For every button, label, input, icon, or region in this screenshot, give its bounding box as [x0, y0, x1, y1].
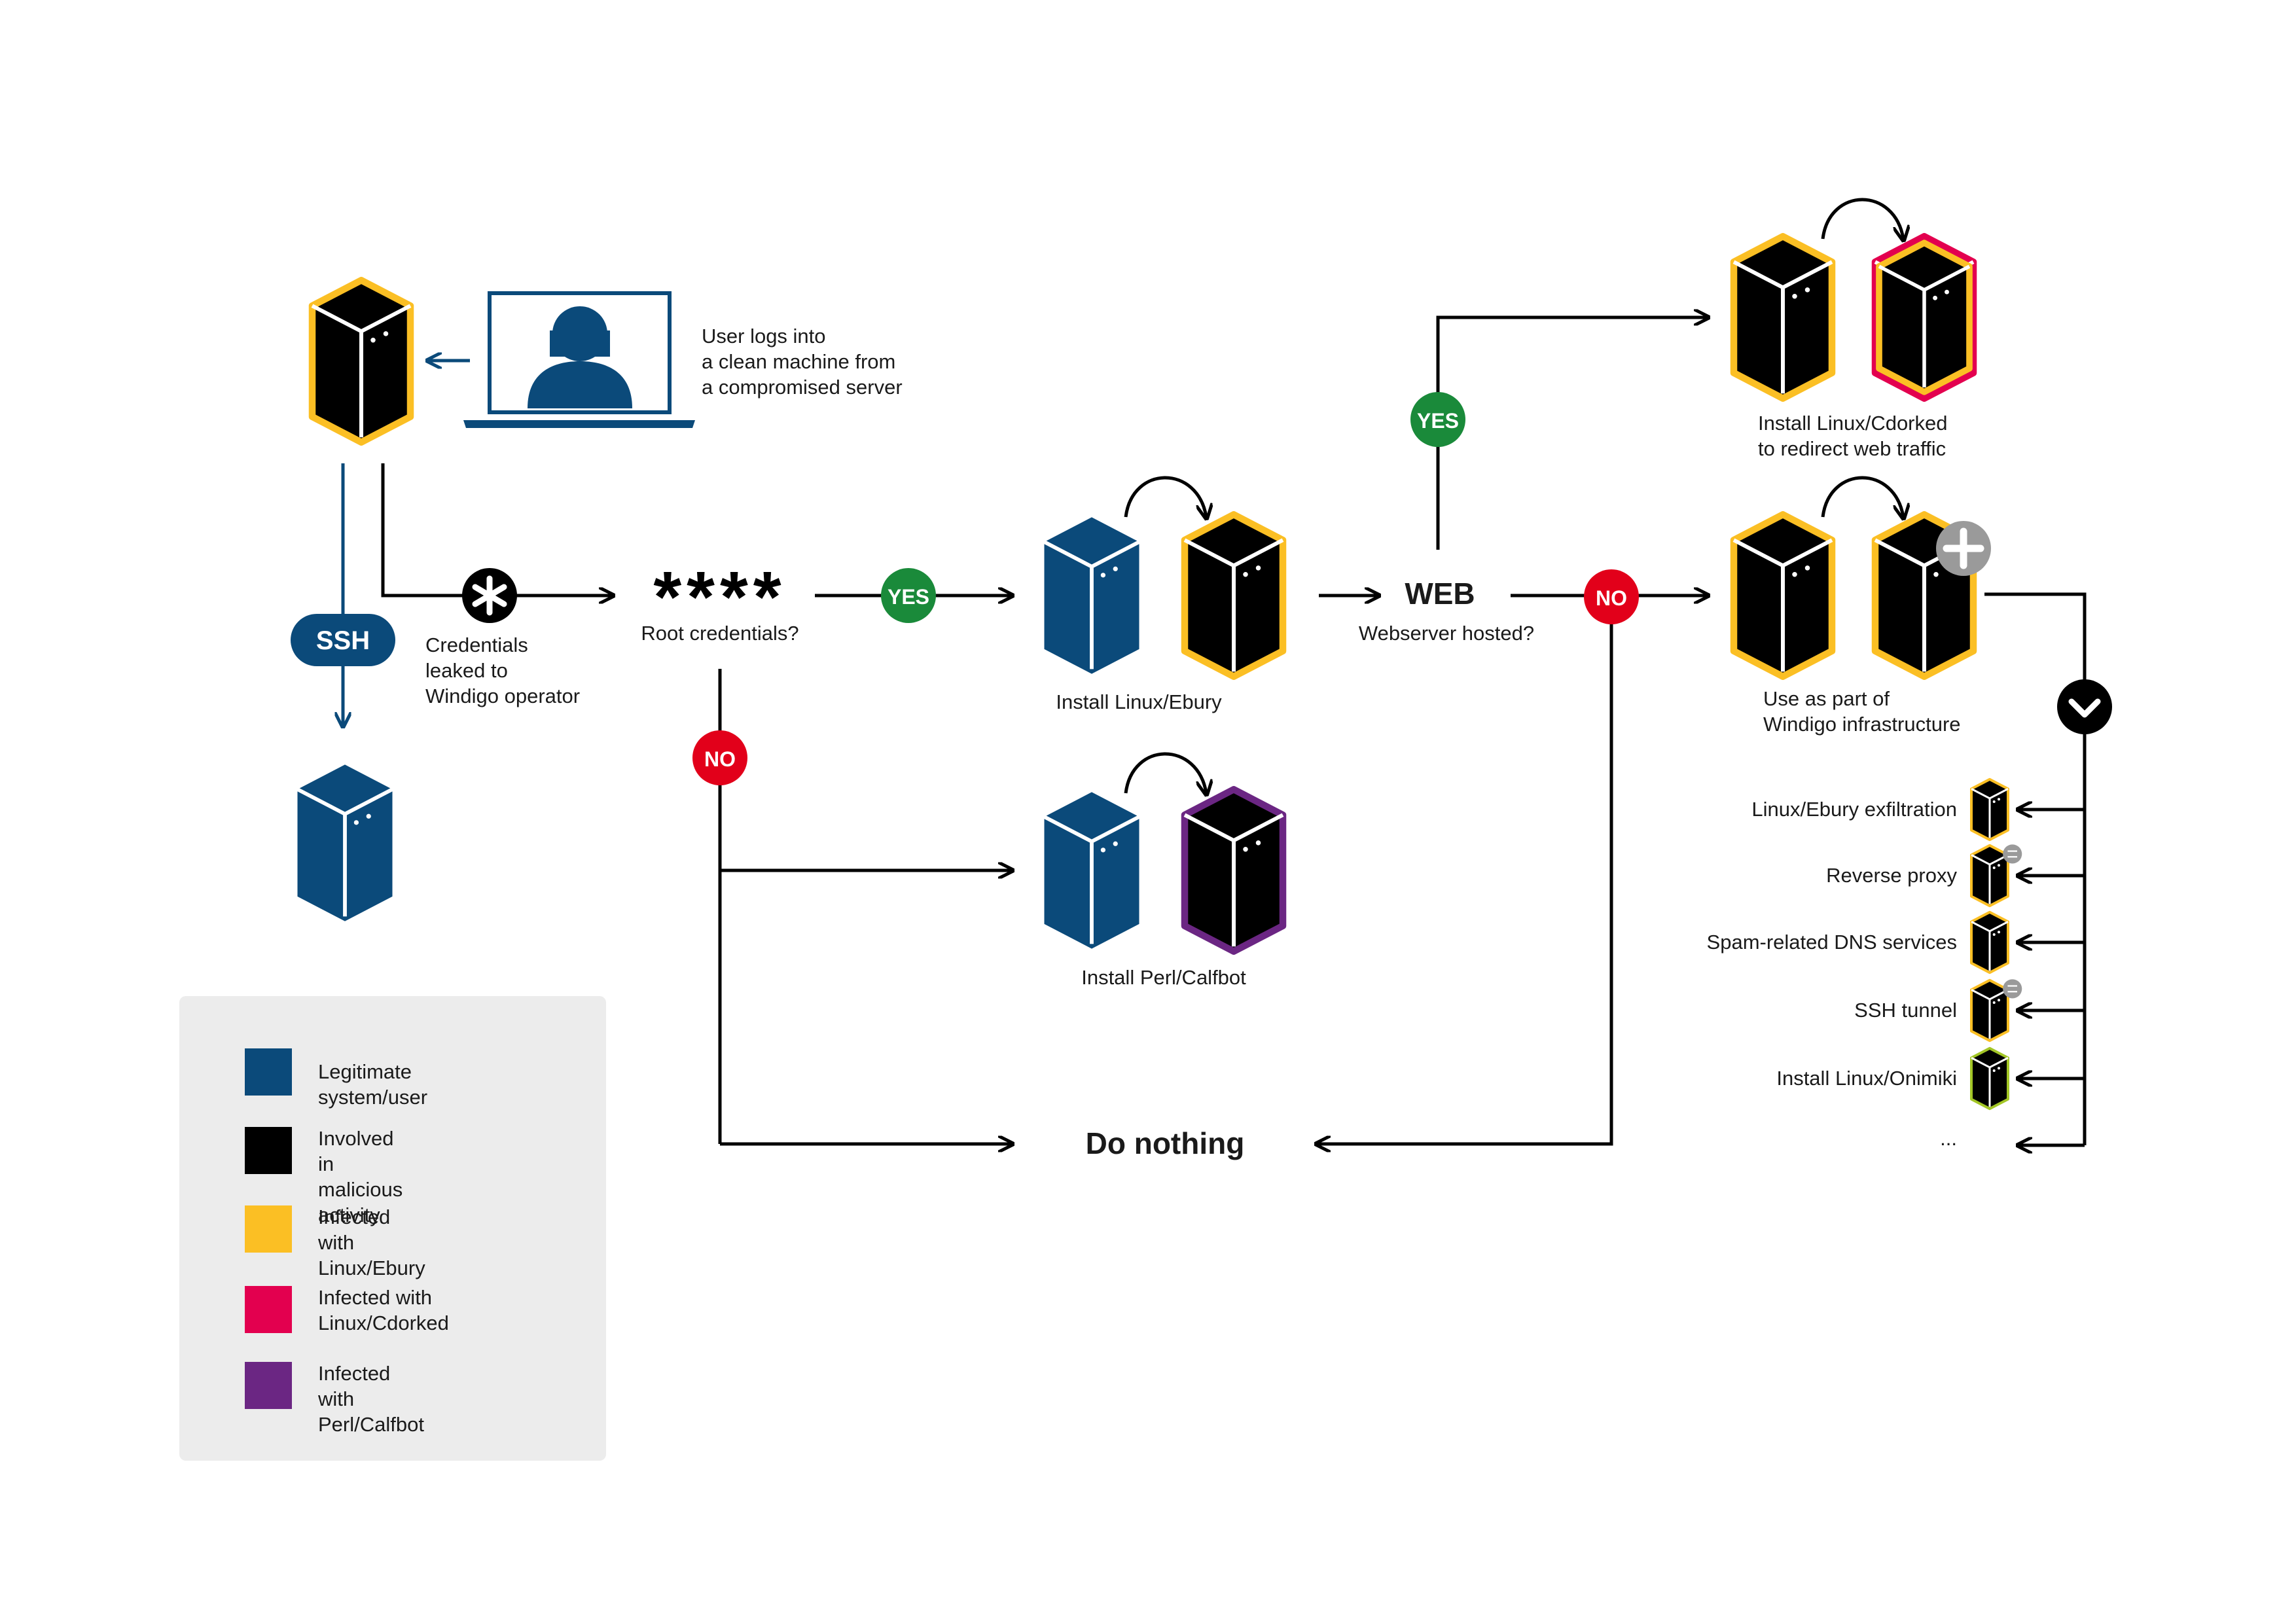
- svg-text:SSH: SSH: [316, 626, 370, 655]
- arrow-to-credentials: [381, 463, 612, 596]
- svg-text:NO: NO: [1596, 586, 1627, 610]
- legend-label-line: Infected with: [318, 1286, 433, 1309]
- server-icon-ebury: [1730, 511, 1836, 680]
- legend-label-line: Infected with: [318, 1362, 391, 1410]
- plus-icon: [1936, 521, 1991, 576]
- server-icon-small: [1970, 1046, 2009, 1111]
- no-badge: NO: [692, 730, 747, 785]
- server-icon-clean: [296, 764, 393, 921]
- curved-arrow-icon: [1821, 198, 1903, 239]
- legend-swatch: [245, 1286, 292, 1333]
- yes-badge-web: YES: [1410, 392, 1465, 447]
- curved-arrow-icon: [1124, 476, 1206, 517]
- server-icon-compromised: [308, 277, 414, 446]
- legend-label-line: Legitimate system/user: [318, 1060, 428, 1109]
- asterisk-icon: [462, 568, 517, 623]
- curved-arrow-icon: [1821, 476, 1903, 517]
- legend-label-line: Perl/Calfbot: [318, 1413, 424, 1436]
- infrastructure-item-label: Install Linux/Onimiki: [1776, 1067, 1957, 1090]
- svg-text:YES: YES: [888, 585, 929, 609]
- legend-label-line: Linux/Ebury: [318, 1257, 425, 1279]
- root-credentials-stars: ****: [653, 557, 786, 637]
- arrow-web-yes: [1436, 317, 1707, 550]
- server-icon-small: [1970, 844, 2022, 908]
- server-icon-small: [1970, 978, 2022, 1043]
- server-icon-ebury: [1181, 511, 1287, 680]
- connectors: [343, 198, 2087, 1145]
- no-badge-web: NO: [1584, 569, 1639, 624]
- arrow-no-do-nothing: [1318, 597, 1613, 1144]
- server-icon-ebury: [1730, 233, 1836, 402]
- legend-swatch: [245, 1205, 292, 1253]
- web-label: WEB: [1405, 577, 1475, 611]
- infrastructure-item-label: Linux/Ebury exfiltration: [1751, 798, 1957, 821]
- legend-swatch: [245, 1048, 292, 1096]
- curved-arrow-icon: [1124, 752, 1206, 793]
- webserver-hosted-label: Webserver hosted?: [1358, 622, 1535, 645]
- server-icon-legit: [1043, 517, 1140, 674]
- server-icon-legit: [1043, 792, 1140, 949]
- server-icon-small: [1970, 777, 2009, 842]
- server-icon-small: [1970, 910, 2009, 974]
- legend-label-line: Infected with: [318, 1205, 391, 1254]
- legend-label: Legitimate system/user: [318, 1059, 427, 1110]
- server-icon-cdorked-inner: [1876, 240, 1973, 395]
- infrastructure-item-label: ...: [1940, 1127, 1957, 1150]
- legend-label: Involved in malicious activity: [318, 1126, 403, 1228]
- chevron-down-icon: [2057, 679, 2112, 734]
- infrastructure-item-label: Reverse proxy: [1826, 864, 1957, 887]
- infrastructure-item-label: SSH tunnel: [1854, 999, 1957, 1022]
- yes-badge: YES: [881, 568, 936, 623]
- infrastructure-item-label: Spam-related DNS services: [1706, 931, 1957, 954]
- line-infra-bus: [1984, 592, 2087, 1145]
- laptop-user-icon: [463, 291, 695, 428]
- root-credentials-label: Root credentials?: [641, 622, 799, 645]
- install-calfbot-label: Install Perl/Calfbot: [1081, 966, 1246, 989]
- install-ebury-label: Install Linux/Ebury: [1056, 690, 1222, 713]
- legend-label-line: activity: [318, 1204, 380, 1226]
- svg-text:NO: NO: [704, 747, 736, 771]
- legend-swatch: [245, 1127, 292, 1174]
- legend-swatch: [245, 1362, 292, 1409]
- ssh-badge: SSH: [291, 614, 395, 666]
- server-icon-calfbot: [1181, 786, 1287, 955]
- legend-label-line: Linux/Cdorked: [318, 1311, 449, 1334]
- svg-text:YES: YES: [1417, 409, 1459, 433]
- legend-label-line: Involved in malicious: [318, 1127, 403, 1201]
- do-nothing-label: Do nothing: [1085, 1126, 1245, 1160]
